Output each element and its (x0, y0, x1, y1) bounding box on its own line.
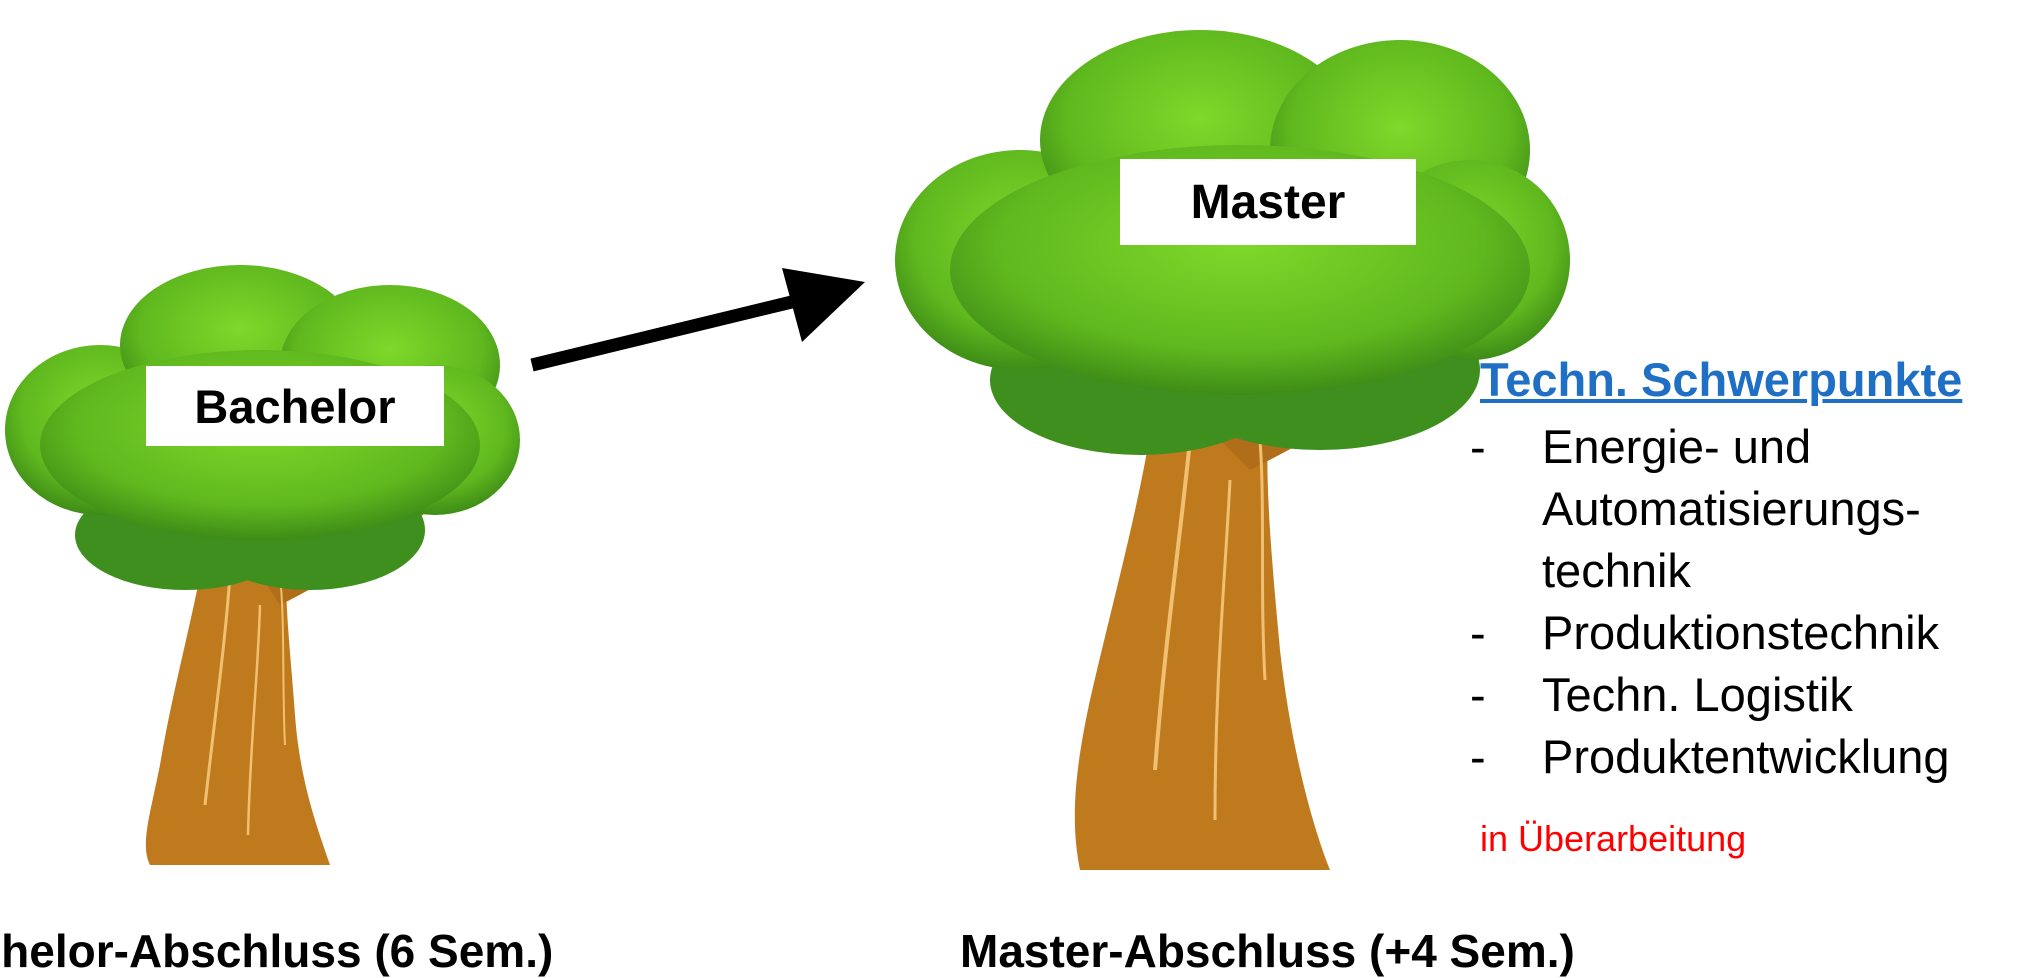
focus-heading-link[interactable]: Techn. Schwerpunkte (1480, 353, 1963, 406)
bullet-dash: - (1470, 730, 1486, 783)
master-label: Master (1120, 159, 1416, 245)
focus-item-text: Produktionstechnik (1542, 606, 1940, 659)
bachelor-label: Bachelor (146, 366, 444, 446)
focus-item: - Produktentwicklung (1470, 726, 1950, 788)
bullet-dash: - (1470, 668, 1486, 721)
focus-item-text: Techn. Logistik (1542, 668, 1853, 721)
focus-item-text: Produktentwicklung (1542, 730, 1950, 783)
bullet-dash: - (1470, 606, 1486, 659)
master-degree-caption: Master-Abschluss (+4 Sem.) (960, 925, 1575, 977)
progression-arrow (530, 268, 865, 372)
bullet-dash: - (1470, 420, 1486, 473)
status-note: in Überarbeitung (1480, 818, 1747, 859)
focus-item-text: Energie- und Automatisierungs- technik (1542, 420, 1921, 597)
focus-item: - Energie- und Automatisierungs- technik (1470, 416, 1950, 602)
bachelor-degree-caption: achelor-Abschluss (6 Sem.) (0, 925, 554, 977)
focus-item: - Techn. Logistik (1470, 664, 1950, 726)
bachelor-tree-illustration (5, 265, 520, 865)
focus-item: - Produktionstechnik (1470, 602, 1950, 664)
focus-list: - Energie- und Automatisierungs- technik… (1470, 416, 1950, 788)
